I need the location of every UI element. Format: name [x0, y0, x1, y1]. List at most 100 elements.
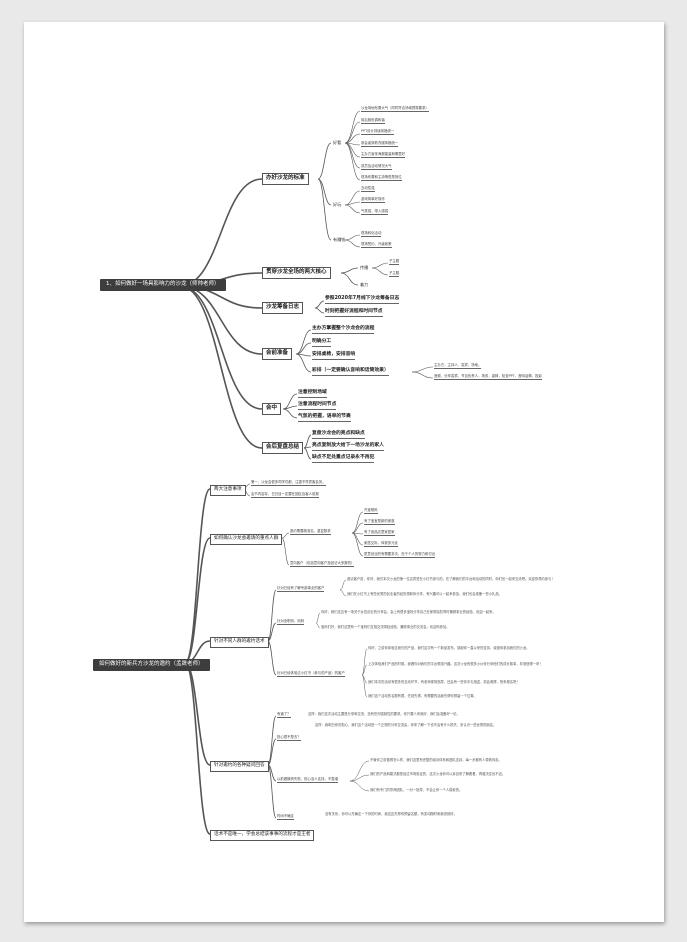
connector-line [267, 622, 277, 642]
connector-line [349, 774, 370, 782]
map2-confirm-item[interactable]: 有了用品店里家居家 [364, 530, 395, 537]
map2-obj-answer: 这样：我明白你的担心，我们这个活动是一个正规的分享交流会，你来了解一下也不会有什… [315, 723, 497, 727]
map2-obj-sub2[interactable]: 担心是不是去？ [277, 735, 301, 742]
map1-review-item[interactable]: 复盘沙龙会的亮点和缺点 [312, 431, 365, 439]
connector-line [281, 532, 290, 539]
connector-line [282, 408, 298, 419]
map2-closing-node[interactable]: 话术不是唯一，学会总结该事事的流程才是王者 [210, 830, 315, 841]
connector-line [349, 780, 370, 792]
map2-diff-script: 我们这个活动的名额有限，先到先得，有需要的话我先帮你预留一个位置。 [368, 694, 477, 698]
map2-confirm-item[interactable]: 汽宝爸妈 [364, 508, 378, 515]
connector-line [361, 674, 368, 698]
map1-good-item[interactable]: 成员及活动情况大气 [361, 164, 392, 171]
map2-root-node[interactable]: 如何做好的新兵方沙龙的邀约（孟晟老师） [93, 659, 210, 671]
connector-line [344, 142, 361, 181]
map2-diff-sub3[interactable]: 针对已经体验过小红书（参与的产品）的客户 [277, 671, 345, 678]
map2-confirm-sub2[interactable]: 意向客户（包括意向客户及回访大多数的） [290, 561, 355, 568]
connector-line [339, 589, 347, 597]
connector-line [344, 234, 361, 241]
map1-fun-item[interactable]: 互动性强 [361, 186, 375, 193]
connector-line [371, 262, 389, 269]
map2-obj-sub4[interactable]: 时间不确定 [277, 814, 294, 821]
connector-line [317, 142, 332, 180]
map1-good-item[interactable]: 现场布置和主持等很是到位 [361, 175, 402, 182]
map1-core-spread-item[interactable]: 子主题 [389, 259, 400, 266]
map2-confirm-item[interactable]: 家居交际，体现多元化 [364, 541, 398, 548]
map1-core-spread-item[interactable]: 子主题 [389, 271, 400, 278]
map1-good-item[interactable]: 参会者穿着衣服风格统一 [361, 141, 399, 148]
map1-log-node[interactable]: 沙龙筹备日志 [262, 302, 304, 314]
map2-notes-node[interactable]: 两大注意事项 [210, 485, 246, 496]
connector-line [303, 447, 312, 460]
connector-line [179, 285, 263, 410]
map1-fun-item[interactable]: 游戏简单好操作 [361, 197, 385, 204]
map1-good-item[interactable]: 沙龙场地布置大气（同时符合场域预算要求） [361, 106, 429, 113]
map1-core-focus[interactable]: 着力 [360, 282, 369, 287]
connector-line [267, 764, 277, 782]
map1-during-item[interactable]: 注意流程时间节点 [298, 402, 337, 410]
connector-line [361, 664, 368, 676]
map1-root-node[interactable]: 1、如何做好一场具影响力的沙龙（师帅老师） [100, 279, 226, 291]
map1-review-node[interactable]: 会后复盘总结 [262, 442, 304, 454]
map1-during-item[interactable]: 气氛的把握，语单的节奏 [298, 414, 351, 422]
map2-obj-answer: 这样：我们这次活动主要是分享和交流，没有任何强制性的要求。你只要人来就好，我们会… [308, 712, 460, 716]
map2-notes-item[interactable]: 第一，沙龙会很多同学们都，注重不符宾客会务。 [251, 480, 326, 487]
map1-prep-item[interactable]: 明确分工 [312, 339, 332, 347]
map2-confirm-item[interactable]: 愿意创业的有需要多次，在于个人的努力和付出 [364, 552, 436, 559]
map1-prep-node[interactable]: 会前准备 [262, 348, 293, 360]
map1-good-item[interactable]: 前后颜色调和谐 [361, 118, 385, 125]
map1-during-item[interactable]: 注意控制场域 [298, 390, 327, 398]
connector-line [411, 371, 434, 379]
map2-diff-script: 宝妈们好，我们这里有一个宝妈们互相交流带娃经验、兼顾事业的交流会，欢迎你参加。 [321, 625, 450, 629]
map2-diff-sub2[interactable]: 针对全职妈、妈妈 [277, 619, 305, 626]
connector-line [361, 648, 368, 676]
map1-prep-item[interactable]: 主办方掌握整个沙龙会的流程 [312, 326, 375, 334]
map1-fruit-item[interactable]: 现场转化活动 [361, 231, 382, 238]
map2-obj-node[interactable]: 针对邀约的各种疑问回答 [210, 761, 269, 772]
map1-log-item[interactable]: 参照2020年7月线下沙龙筹备日志 [325, 296, 400, 304]
connector-line [317, 178, 332, 241]
map1-review-item[interactable]: 缺点不足处重点记录永不再犯 [312, 455, 375, 463]
connector-line [371, 267, 389, 276]
map1-fun-item[interactable]: 气氛强，带入感强 [361, 209, 389, 216]
connector-line [351, 532, 364, 557]
map1-rehearsal-item[interactable]: 音频，分享嘉宾，节目负责人，场务，桌椅，检查PPT，音响话筒，投影 [434, 374, 542, 381]
map1-rehearsal-item[interactable]: 主办方，主持人，嘉宾，场地。 [434, 363, 482, 370]
map1-good-label[interactable]: 好看 [333, 140, 342, 145]
map2-obj-answer: 我们的产品和模式都是经过市场验证的，这次沙龙你可以亲自来了解看看，再做决定也不迟… [370, 772, 506, 776]
map1-log-item[interactable]: 时刻把握好流程和时间节点 [325, 309, 383, 317]
map1-during-node[interactable]: 会中 [262, 403, 282, 415]
map1-good-item[interactable]: 主办方宣传海报能量和哪里好 [361, 152, 406, 159]
map2-notes-item[interactable]: 会节内容存，日日目一定要在团区及客人前报 [251, 492, 319, 499]
map1-good-item[interactable]: PPT设计排版风格统一 [361, 129, 395, 136]
map1-fun-label[interactable]: 好玩 [333, 202, 342, 207]
map2-diff-sub1[interactable]: 针对已经有了解专部事业的客户 [277, 586, 325, 593]
map1-review-item[interactable]: 亮点复制放大给下一场沙龙的家人 [312, 443, 384, 451]
connector-line [303, 434, 312, 449]
map1-fruit-label[interactable]: 有赚钱 [333, 237, 346, 242]
map1-core-node[interactable]: 贯穿沙龙全场的两大核心 [262, 267, 331, 279]
connector-line [282, 393, 298, 410]
map2-confirm-sub1[interactable]: 邀约需要精准名，重复数求 [290, 529, 331, 536]
connector-line [282, 405, 298, 410]
map1-fruit-item[interactable]: 现场签约，升级政策 [361, 242, 392, 249]
map2-diff-script: 你好，之前你体验过我们的产品，我们这次有一个新品发布，感谢你一直以来的支持，诚邀… [368, 646, 530, 650]
map2-obj-sub3[interactable]: 以前做微商失败，担心没人支持，不靠谱 [277, 777, 339, 784]
map2-confirm-item[interactable]: 有了宝宝是新的家庭 [364, 519, 395, 526]
page-sheet [24, 22, 664, 922]
map1-prep-item[interactable]: 彩排（一定要确认音响和话筒效果） [312, 368, 389, 376]
map2-obj-sub1[interactable]: 有道了？ [277, 712, 291, 719]
connector-line [179, 285, 263, 449]
map1-prep-item[interactable]: 安排桌椅，安排音响 [312, 352, 356, 360]
map1-standards-node[interactable]: 办好沙龙的标准 [262, 173, 309, 185]
connector-line [339, 579, 347, 591]
map2-diff-script: 你好，我们这边有一场关于女性创业的分享会，会上有很多宝妈分享自己在家带娃的同时兼… [321, 610, 496, 614]
connector-line [315, 612, 321, 624]
map1-core-spread[interactable]: 传播 [360, 265, 369, 270]
map2-diff-node[interactable]: 针对不同人群的邀约话术 [210, 637, 269, 648]
map2-confirm-node[interactable]: 如何确认沙龙会邀请的重点人群 [210, 534, 283, 545]
connector-line [340, 272, 359, 286]
connector-line [267, 640, 277, 676]
map2-diff-script: 我们在小红书上有些优秀的创业者的经历想和你分享，有兴趣可以一起来参加。我们也会准… [347, 592, 502, 596]
